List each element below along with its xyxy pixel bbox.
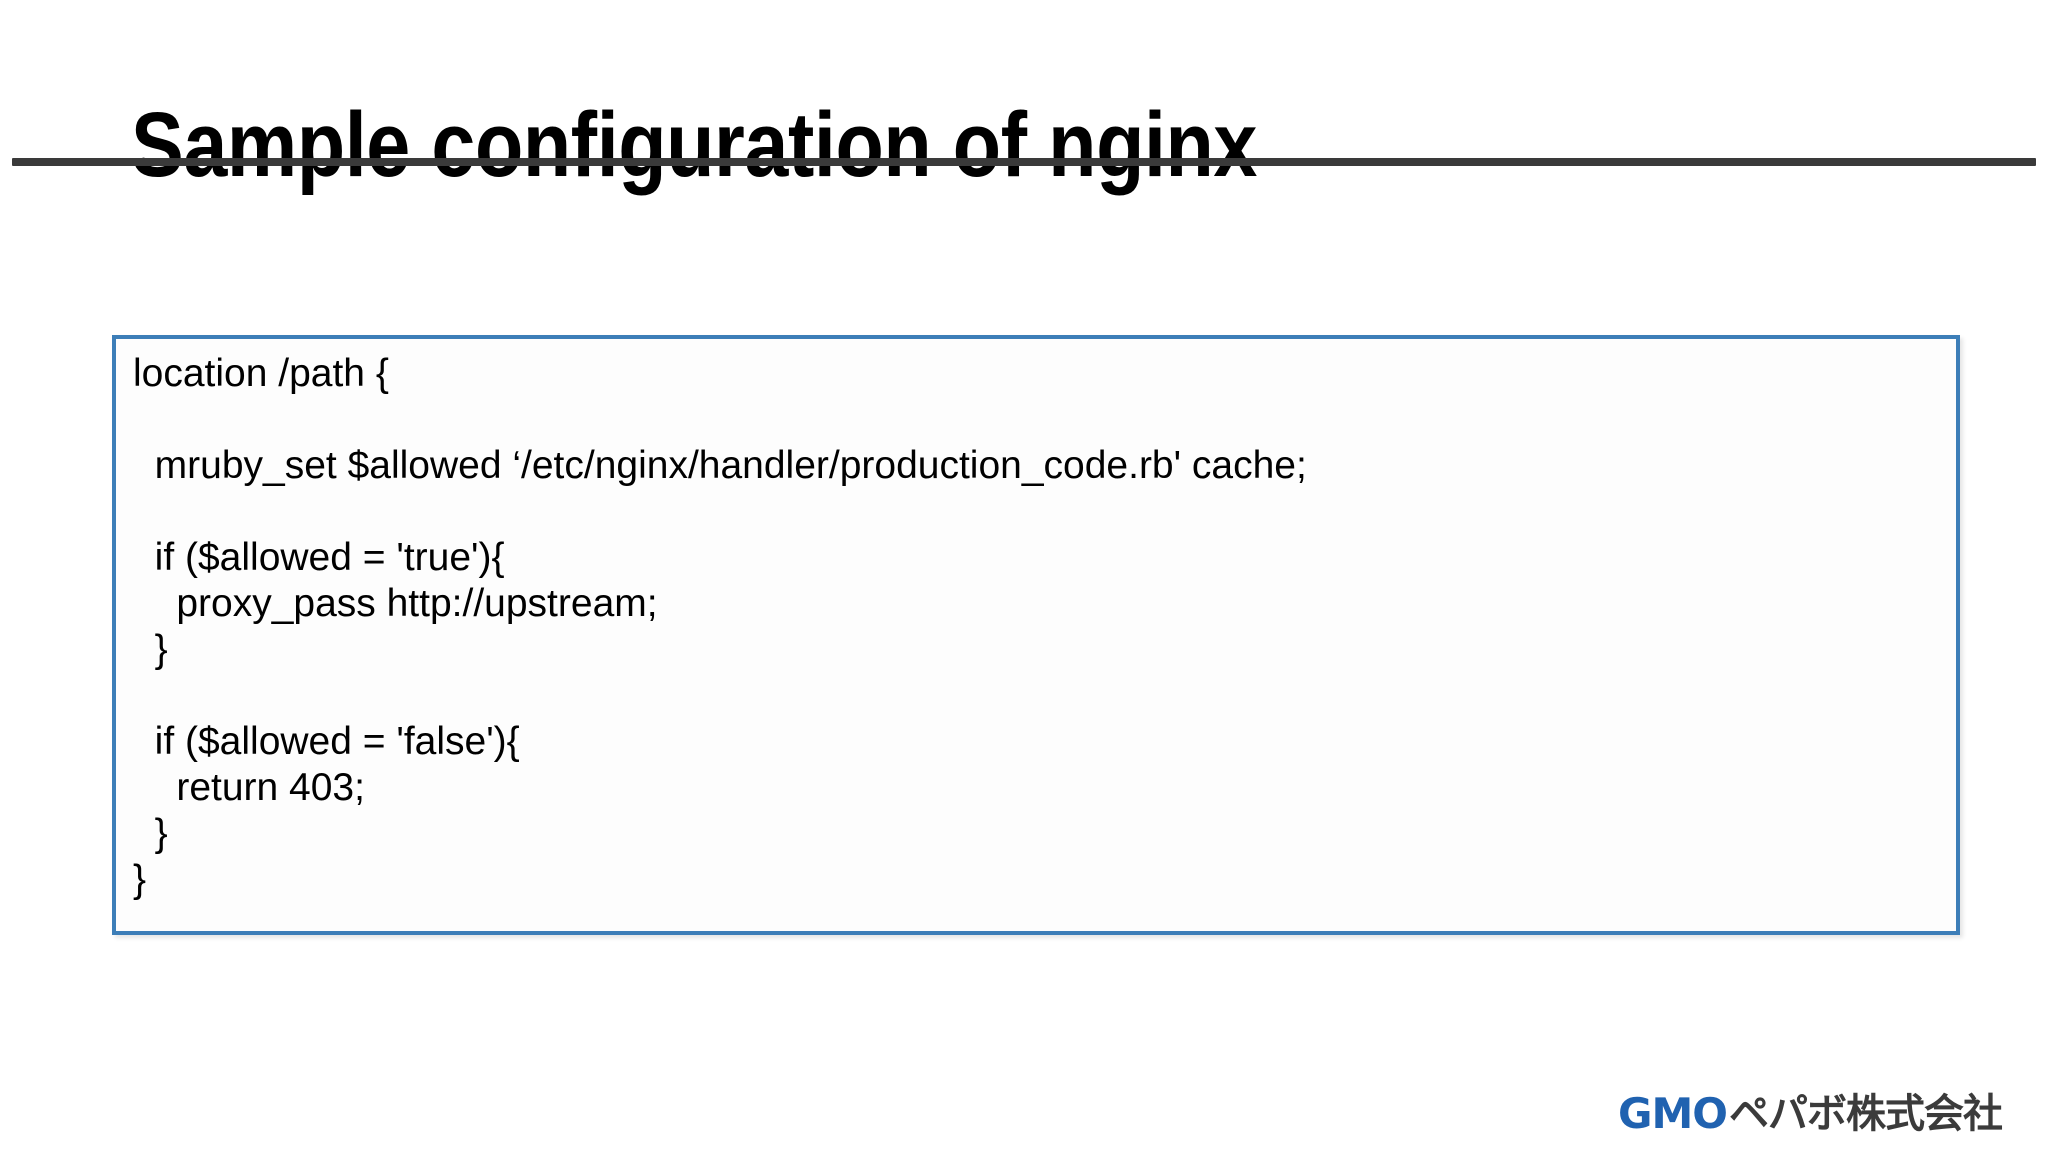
- code-line: [133, 489, 1948, 535]
- code-line: if ($allowed = 'true'){: [133, 536, 505, 579]
- code-line: proxy_pass http://upstream;: [133, 582, 658, 625]
- code-line: }: [133, 812, 168, 855]
- code-line: }: [133, 628, 168, 671]
- title-divider: [12, 158, 2036, 166]
- code-line: mruby_set $allowed ‘/etc/nginx/handler/p…: [133, 444, 1307, 487]
- page-title: Sample configuration of nginx: [131, 93, 1258, 196]
- code-line: location /path {: [133, 352, 389, 395]
- code-line: return 403;: [133, 766, 365, 809]
- footer-logo: GMO ペパボ株式会社: [1618, 1086, 2003, 1142]
- code-line: if ($allowed = 'false'){: [133, 720, 520, 763]
- code-line: [133, 673, 1948, 719]
- code-block-text: location /path { mruby_set $allowed ‘/et…: [133, 351, 1948, 927]
- code-block: location /path { mruby_set $allowed ‘/et…: [112, 335, 1960, 935]
- logo-gmo-text: GMO: [1618, 1089, 1728, 1138]
- code-line: }: [133, 858, 147, 901]
- code-line: [133, 397, 1948, 443]
- logo-pepabo-text: ペパボ株式会社: [1728, 1091, 2003, 1137]
